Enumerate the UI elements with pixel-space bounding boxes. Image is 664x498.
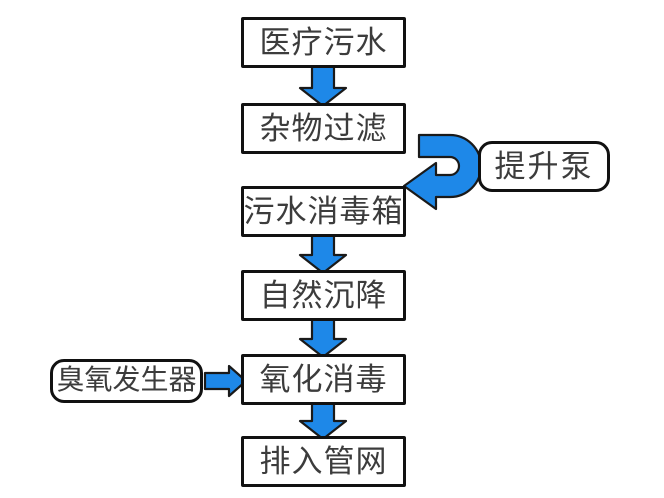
arrow-down-medical-to-filter — [298, 64, 348, 108]
flow-node-label: 医疗污水 — [259, 25, 388, 60]
arrow-right-ozone-to-oxidation — [203, 364, 248, 398]
flow-node-label: 氧化消毒 — [259, 362, 388, 397]
flow-node-discharge-pipe-network: 排入管网 — [241, 436, 406, 487]
flow-node-label: 杂物过滤 — [259, 111, 388, 146]
flow-node-medical-wastewater: 医疗污水 — [241, 17, 406, 68]
flow-node-debris-filter: 杂物过滤 — [241, 103, 406, 154]
side-node-label: 臭氧发生器 — [56, 365, 197, 396]
side-node-ozone-generator: 臭氧发生器 — [50, 359, 203, 403]
flow-node-oxidation-disinfection: 氧化消毒 — [241, 354, 406, 405]
arrow-uturn-filter-to-tank — [402, 133, 483, 211]
arrow-down-tank-to-settling — [298, 232, 348, 275]
flow-node-label: 污水消毒箱 — [243, 194, 404, 229]
flow-node-label: 排入管网 — [259, 444, 388, 479]
arrow-down-settling-to-oxidation — [298, 317, 348, 359]
flow-node-natural-settling: 自然沉降 — [241, 270, 406, 321]
flow-node-disinfection-tank: 污水消毒箱 — [241, 186, 406, 237]
flow-node-label: 自然沉降 — [259, 278, 388, 313]
arrow-down-oxidation-to-discharge — [298, 400, 348, 441]
side-node-lift-pump: 提升泵 — [478, 141, 610, 192]
side-node-label: 提升泵 — [494, 149, 594, 184]
